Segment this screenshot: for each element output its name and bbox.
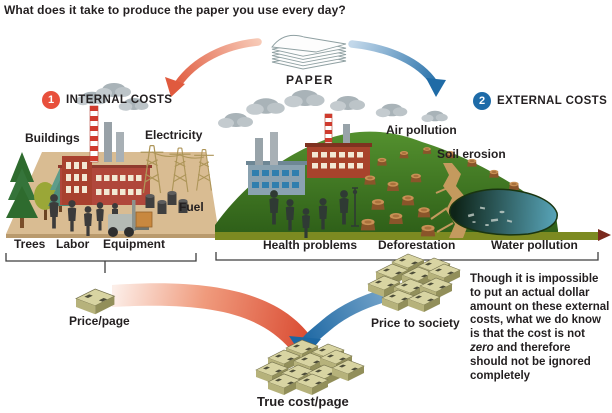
equipment-label: Equipment (103, 237, 165, 251)
sick-people-icon (269, 187, 359, 238)
soil-erosion-label: Soil erosion (437, 147, 506, 161)
buildings-label: Buildings (25, 131, 80, 145)
price-per-page-label: Price/page (69, 314, 130, 328)
true-cost-label: True cost/page (257, 394, 349, 409)
air-pollution-label: Air pollution (386, 123, 457, 137)
hill-edge-tip (598, 229, 611, 241)
blue-arrow-icon (348, 40, 446, 97)
note-text-italic: zero (470, 341, 494, 354)
money-stack-icon (75, 288, 116, 315)
electricity-label: Electricity (145, 128, 203, 142)
money-pile-icon (367, 253, 461, 313)
trees-label: Trees (14, 237, 46, 251)
deforestation-label: Deforestation (378, 238, 456, 252)
true-cost-pile-icon (255, 339, 365, 396)
factory-icon (58, 83, 152, 205)
red-arrow-icon (165, 38, 262, 97)
forklift-icon (108, 200, 153, 237)
paper-stack-icon (271, 34, 347, 70)
water-pollution-label: Water pollution (491, 238, 578, 252)
note-text-pre: Though it is impossible to put an actual… (470, 273, 610, 341)
external-costs-heading: EXTERNAL COSTS (497, 95, 608, 107)
external-scene (215, 89, 611, 241)
note-text-post: and therefore should not be ignored comp… (470, 341, 591, 382)
price-to-society-label: Price to society (371, 316, 460, 330)
internal-costs-heading: INTERNAL COSTS (66, 94, 173, 106)
labor-label: Labor (56, 237, 90, 251)
red-swoosh-icon (112, 283, 308, 349)
polluted-water-icon (448, 188, 558, 236)
fuel-label: Fuel (179, 200, 204, 214)
external-costs-note: Though it is impossible to put an actual… (470, 273, 611, 383)
internal-costs-badge: 1 (42, 91, 60, 109)
internal-scene (6, 83, 219, 238)
polluted-factories-icon (246, 113, 372, 195)
power-lines-icon (139, 144, 215, 194)
paper-label: PAPER (286, 73, 334, 87)
external-costs-badge: 2 (473, 92, 491, 110)
barrels-icon (145, 191, 188, 214)
health-problems-label: Health problems (263, 238, 358, 252)
internal-bracket (5, 253, 197, 273)
diagram-title: What does it take to produce the paper y… (4, 3, 346, 17)
